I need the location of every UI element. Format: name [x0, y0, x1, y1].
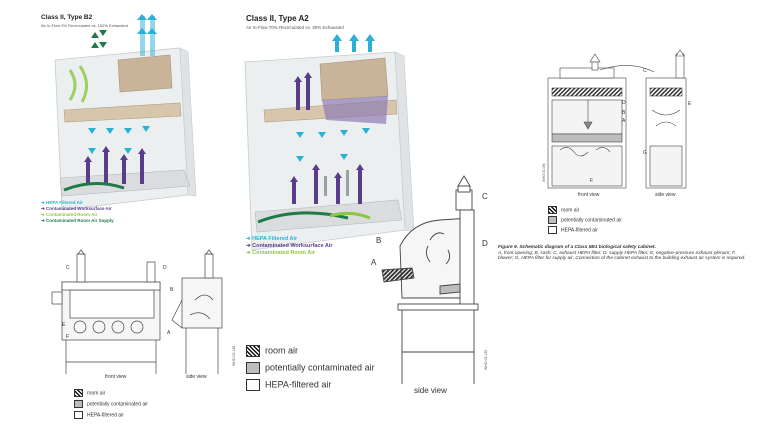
b2-legend-2: Contaminated Room Air: [46, 212, 98, 217]
white-swatch: [548, 226, 557, 234]
grey-swatch: [74, 400, 83, 408]
bl-front-view-label: front view: [105, 374, 127, 380]
a2-legend: ➔ HEPA Filtered Air ➔ Contaminated Works…: [246, 236, 333, 256]
bl-label-c: C: [66, 265, 70, 271]
a2-legend-1: Contaminated Worksurface Air: [252, 243, 333, 249]
a2-legend-0: HEPA Filtered Air: [252, 236, 298, 242]
bl-legend-2: HEPA-filtered air: [87, 412, 124, 419]
white-swatch: [74, 411, 83, 419]
grey-swatch: [548, 216, 557, 224]
b2-subtitle: Air In-Flow 0% Recirculated vs. 100% Exh…: [41, 23, 128, 28]
b2-legend-3: Contaminated Room Air Supply: [46, 218, 114, 223]
bl-legend: room air potentially contaminated air HE…: [74, 389, 148, 419]
right-label-a: A: [622, 118, 626, 124]
a2-title: Class II, Type A2: [246, 14, 309, 23]
right-front-view-label: front view: [578, 192, 600, 198]
b2-legend-0: HEPA Filtered Air: [46, 200, 83, 205]
bl-label-b: B: [170, 287, 174, 293]
arrow-icon: ➔: [246, 236, 253, 242]
center-label-d: D: [482, 239, 488, 248]
hatch-swatch: [548, 206, 557, 214]
arrow-icon: ➔: [41, 212, 47, 217]
center-label-c: C: [482, 192, 488, 201]
arrow-icon: ➔: [41, 200, 47, 205]
right-legend-0: room air: [561, 207, 580, 214]
bl-legend-0: room air: [87, 390, 106, 397]
center-label-b: B: [376, 236, 382, 245]
right-label-b: B: [622, 110, 626, 116]
right-legend-1: potentially contaminated air: [561, 217, 622, 224]
b2-title: Class II, Type B2: [41, 14, 93, 21]
center-legend-1: potentially contaminated air: [265, 362, 375, 373]
bl-legend-1: potentially contaminated air: [87, 401, 148, 408]
right-label-e: E: [688, 101, 692, 107]
center-side-view-label: side view: [414, 386, 447, 395]
right-legend-2: HEPA-filtered air: [561, 227, 598, 234]
hatch-swatch: [246, 345, 260, 357]
center-label-a: A: [371, 258, 377, 267]
center-legend-0: room air: [265, 345, 299, 356]
white-swatch: [246, 379, 260, 391]
right-label-c: C: [643, 68, 647, 74]
center-legend-2: HEPA-filtered air: [265, 379, 332, 390]
right-legend: room air potentially contaminated air HE…: [548, 206, 622, 234]
b2-legend: ➔ HEPA Filtered Air ➔ Contaminated Works…: [41, 200, 114, 224]
arrow-icon: ➔: [41, 206, 47, 211]
grey-swatch: [246, 362, 260, 374]
bl-label-d: D: [163, 265, 167, 271]
right-label-d: D: [622, 100, 626, 106]
arrow-icon: ➔: [246, 250, 253, 256]
right-label-f: F: [590, 178, 594, 184]
bl-label-f: F: [66, 334, 70, 340]
right-code: WHO 02.136: [542, 163, 546, 182]
bl-side-view-label: side view: [186, 374, 207, 380]
b2-legend-1: Contaminated Worksurface Air: [46, 206, 112, 211]
a2-subtitle: Air In-Flow 70% Recirculated vs. 30% Exh…: [246, 25, 344, 30]
bl-label-e: E: [62, 322, 66, 328]
arrow-icon: ➔: [41, 218, 47, 223]
caption-title: Figure 9. Schematic diagram of a Class I…: [498, 245, 656, 250]
center-legend: room air potentially contaminated air HE…: [246, 345, 375, 391]
arrow-icon: ➔: [246, 243, 253, 249]
hatch-swatch: [74, 389, 83, 397]
caption-body: A, front opening; B, sash; C, exhaust HE…: [498, 250, 746, 262]
a2-legend-2: Contaminated Room Air: [252, 250, 315, 256]
right-side-view-label: side view: [655, 192, 676, 198]
right-label-g: G: [643, 150, 647, 156]
bl-label-a: A: [167, 330, 171, 336]
figure-caption: Figure 9. Schematic diagram of a Class I…: [498, 245, 748, 262]
